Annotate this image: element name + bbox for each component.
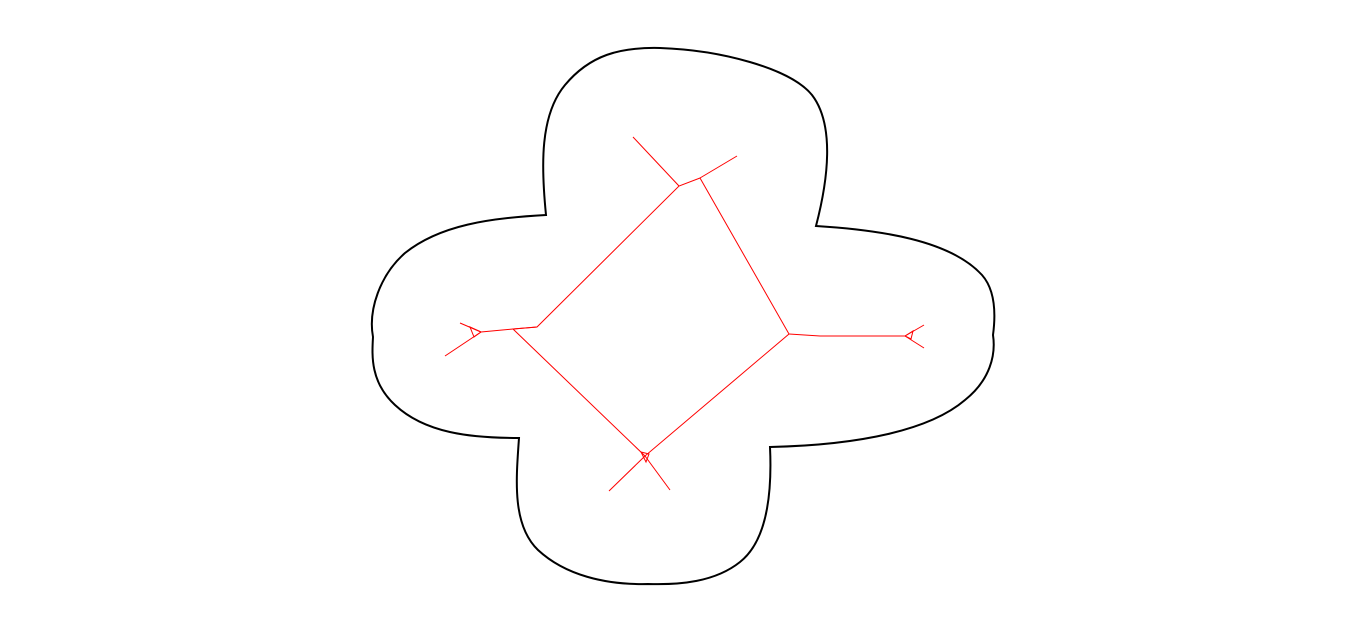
skeleton-branch-right-loop: [903, 329, 914, 340]
skeleton-branch-bottom-left: [608, 455, 646, 492]
skeleton-branch-left: [480, 326, 538, 333]
skeleton-branch-top-left: [632, 136, 680, 187]
skeleton-branch-bottom-loop: [640, 451, 650, 464]
skeleton-branch-top-right: [699, 155, 738, 179]
skeleton-branch-bottom-right: [644, 455, 671, 491]
skeleton-edge: [511, 177, 790, 457]
skeleton-group: [444, 136, 925, 492]
skeleton-branch-left-loop: [469, 326, 482, 338]
shape-outline: [371, 46, 996, 586]
skeleton-branch-right: [788, 333, 905, 337]
